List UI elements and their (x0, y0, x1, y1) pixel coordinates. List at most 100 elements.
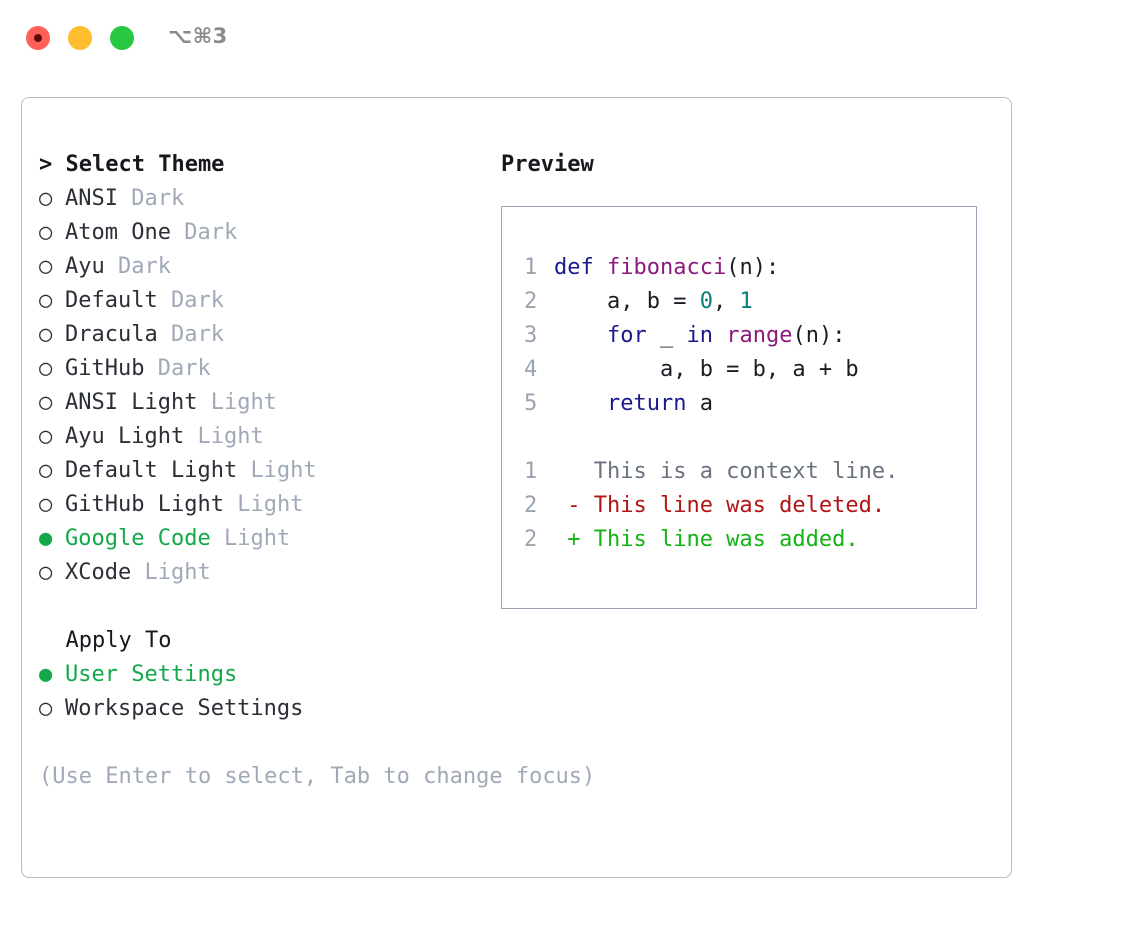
code-token: _ (646, 323, 687, 348)
code-token: fibonacci (606, 255, 727, 280)
close-button[interactable] (26, 26, 50, 50)
radio-unselected-icon: ○ (39, 492, 53, 517)
code-token (713, 323, 726, 348)
main-panel: > Select Theme ○ANSI Dark○Atom One Dark○… (21, 97, 1012, 878)
code-token: def (554, 255, 607, 280)
radio-unselected-icon: ○ (39, 696, 53, 721)
theme-option-github[interactable]: ○ GitHub Dark (39, 352, 479, 386)
code-token: range (726, 323, 793, 348)
theme-option-ansi[interactable]: ○ ANSI Dark (39, 182, 479, 216)
code-token: - This line was deleted. (554, 493, 886, 518)
code-token: a, b = b, a + b (554, 357, 859, 382)
theme-option-atom-one[interactable]: ○Atom One Dark (39, 216, 479, 250)
code-token: for (606, 323, 647, 348)
theme-option-tag: Light (144, 560, 211, 585)
code-line: 5 return a (524, 387, 976, 421)
radio-unselected-icon: ○ (39, 390, 53, 415)
code-token: 0 (699, 289, 713, 314)
line-number: 2 (524, 493, 538, 518)
theme-option-ayu-light[interactable]: ○ Ayu Light Light (39, 420, 479, 454)
theme-option-tag: Dark (184, 220, 238, 245)
line-number: 1 (524, 255, 538, 280)
theme-option-label: GitHub Light (65, 492, 224, 517)
code-line: 2 a, b = 0, 1 (524, 285, 976, 319)
code-token: This is a context line. (554, 459, 899, 484)
theme-option-dracula[interactable]: ○ Dracula Dark (39, 318, 479, 352)
code-token: (n): (726, 255, 780, 280)
theme-picker-column: > Select Theme ○ANSI Dark○Atom One Dark○… (39, 148, 596, 794)
radio-selected-icon: ● (39, 526, 53, 551)
code-token: 1 (739, 289, 753, 314)
maximize-button[interactable] (110, 26, 134, 50)
theme-option-tag: Dark (118, 254, 171, 279)
diff-sample: 1 This is a context line. 2 - This line w… (524, 455, 976, 557)
radio-unselected-icon: ○ (39, 322, 53, 347)
code-token: , (712, 289, 740, 314)
radio-unselected-icon: ○ (39, 560, 53, 585)
apply-to-option-label: User Settings (65, 662, 238, 687)
theme-option-label: Default (65, 288, 158, 313)
apply-to-header: Apply To (39, 628, 172, 653)
code-token: + This line was added. (554, 527, 859, 552)
code-line: 3 for _ in range(n): (524, 319, 976, 353)
radio-unselected-icon: ○ (39, 356, 53, 381)
theme-option-google-code[interactable]: ● Google Code Light (39, 522, 479, 556)
radio-unselected-icon: ○ (39, 288, 53, 313)
line-number: 2 (524, 289, 538, 314)
theme-list[interactable]: ○ANSI Dark○Atom One Dark○Ayu Dark○Defaul… (39, 182, 479, 590)
theme-option-tag: Light (223, 526, 291, 551)
theme-option-tag: Dark (157, 356, 211, 381)
theme-option-default-light[interactable]: ○ Default Light Light (39, 454, 479, 488)
radio-unselected-icon: ○ (39, 186, 53, 211)
theme-option-default[interactable]: ○ Default Dark (39, 284, 479, 318)
theme-option-ayu[interactable]: ○ Ayu Dark (39, 250, 479, 284)
hint-spacer (39, 726, 479, 760)
theme-option-tag: Light (237, 492, 304, 517)
minimize-button[interactable] (68, 26, 92, 50)
select-theme-header: > Select Theme (39, 152, 225, 177)
theme-option-label: Google Code (65, 526, 211, 551)
theme-option-label: Default Light (65, 458, 238, 483)
line-number: 4 (524, 357, 538, 382)
theme-option-label: ANSI Light (65, 390, 198, 415)
theme-option-tag: Dark (170, 322, 224, 347)
theme-option-label: GitHub (65, 356, 145, 381)
theme-option-label: Dracula (65, 322, 158, 347)
theme-option-tag: Dark (170, 288, 224, 313)
apply-to-option-user-settings[interactable]: ● User Settings (39, 658, 479, 692)
apply-to-option-workspace-settings[interactable]: ○ Workspace Settings (39, 692, 479, 726)
apply-to-option-label: Workspace Settings (65, 696, 304, 721)
theme-option-tag: Light (250, 458, 317, 483)
radio-selected-icon: ● (39, 662, 53, 687)
theme-option-label: Ayu (65, 254, 105, 279)
code-token (554, 391, 607, 416)
code-line: 1 def fibonacci(n): (524, 251, 976, 285)
apply-to-list[interactable]: ● User Settings ○ Workspace Settings (39, 658, 479, 726)
theme-option-label: Ayu Light (65, 424, 185, 449)
keyboard-hint: (Use Enter to select, Tab to change focu… (39, 764, 596, 789)
radio-unselected-icon: ○ (39, 220, 53, 245)
theme-option-github-light[interactable]: ○ GitHub Light Light (39, 488, 479, 522)
radio-unselected-icon: ○ (39, 458, 53, 483)
line-number: 2 (524, 527, 538, 552)
traffic-lights (26, 26, 134, 50)
code-token: a (686, 391, 713, 416)
theme-option-tag: Light (197, 424, 264, 449)
line-number: 5 (524, 391, 538, 416)
theme-option-tag: Light (210, 390, 277, 415)
diff-line: 2 - This line was deleted. (524, 489, 976, 523)
list-spacer (39, 590, 479, 624)
radio-unselected-icon: ○ (39, 424, 53, 449)
theme-option-xcode[interactable]: ○XCode Light (39, 556, 479, 590)
shortcut-badge: ⌥⌘3 (168, 24, 228, 48)
theme-option-tag: Dark (131, 186, 185, 211)
theme-option-label: ANSI (65, 186, 118, 211)
radio-unselected-icon: ○ (39, 254, 53, 279)
theme-option-ansi-light[interactable]: ○ ANSI Light Light (39, 386, 479, 420)
line-number: 1 (524, 459, 538, 484)
code-token: in (686, 323, 713, 348)
line-number: 3 (524, 323, 538, 348)
